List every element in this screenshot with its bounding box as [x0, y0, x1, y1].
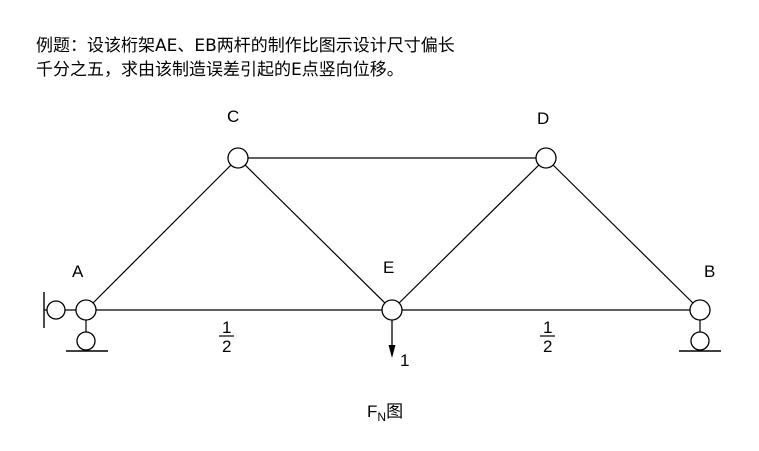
member-ae-force-numerator: 1: [222, 318, 231, 337]
truss-members: [85, 157, 701, 311]
support-b-roller: [690, 331, 710, 351]
truss-joints: [75, 147, 711, 321]
node-label-c: C: [227, 107, 239, 126]
joint-a: [75, 299, 97, 321]
unit-load: 1: [388, 320, 409, 370]
member-ae-force-denominator: 2: [222, 337, 231, 356]
problem-line-1: 例题：设该桁架AE、EB两杆的制作比图示设计尺寸偏长: [36, 36, 455, 56]
member-eb-force-numerator: 1: [543, 318, 552, 337]
caption-subscript: N: [377, 410, 386, 424]
support-b: [679, 320, 721, 352]
unit-load-arrow-head: [388, 345, 396, 358]
joint-e: [381, 299, 403, 321]
member-eb-force-denominator: 2: [543, 337, 552, 356]
support-a-roller-v: [76, 331, 96, 351]
caption-suffix: 图: [386, 402, 403, 422]
member-ac: [85, 157, 239, 311]
member-ce: [237, 157, 393, 311]
node-label-d: D: [537, 109, 549, 128]
member-de: [391, 157, 547, 311]
unit-load-label: 1: [400, 351, 409, 370]
support-a: [43, 292, 108, 352]
joint-d: [535, 147, 557, 169]
node-label-b: B: [704, 262, 715, 281]
joint-b: [689, 299, 711, 321]
diagram-caption: FN图: [367, 402, 403, 424]
node-label-e: E: [383, 258, 394, 277]
support-a-roller-h: [46, 300, 66, 320]
node-label-a: A: [72, 262, 84, 281]
joint-c: [227, 147, 249, 169]
member-eb-force-label: 1 2: [540, 318, 555, 356]
member-ae-force-label: 1 2: [219, 318, 234, 356]
problem-line-2: 千分之五，求由该制造误差引起的E点竖向位移。: [36, 60, 404, 80]
member-db: [545, 157, 701, 311]
problem-statement: 例题：设该桁架AE、EB两杆的制作比图示设计尺寸偏长 千分之五，求由该制造误差引…: [36, 34, 455, 82]
caption-main: F: [367, 402, 377, 421]
